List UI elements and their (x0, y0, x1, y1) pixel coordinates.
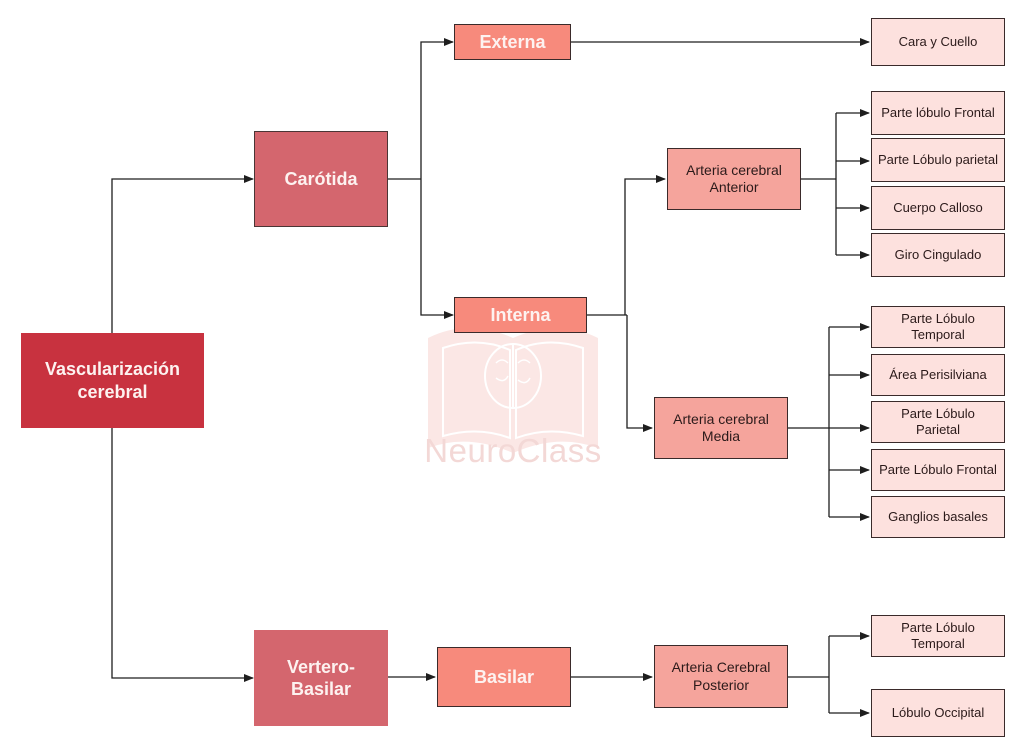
link-root-carotida (111, 175, 254, 333)
leaf-aca-target: Parte Lóbulo parietal (871, 138, 1005, 182)
link-carotida-externa (420, 38, 454, 179)
leaf-acm-target: Parte Lóbulo Frontal (871, 449, 1005, 491)
leaf-cara-y-cuello: Cara y Cuello (871, 18, 1005, 66)
node-externa: Externa (454, 24, 571, 60)
link-carotida-interna (420, 179, 454, 319)
leaf-acm-target: Parte Lóbulo Parietal (871, 401, 1005, 443)
leaf-acm-target: Ganglios basales (871, 496, 1005, 538)
link-interna-aca (624, 175, 666, 315)
leaf-acp-target: Lóbulo Occipital (871, 689, 1005, 737)
node-basilar: Basilar (437, 647, 571, 707)
leaf-aca-target: Parte lóbulo Frontal (871, 91, 1005, 135)
node-arteria-cerebral-anterior: Arteria cerebral Anterior (667, 148, 801, 210)
leaf-acp-target: Parte Lóbulo Temporal (871, 615, 1005, 657)
node-interna: Interna (454, 297, 587, 333)
link-root-vertero (111, 428, 254, 682)
node-vascularizacion-cerebral: Vascularización cerebral (21, 333, 204, 428)
leaf-aca-target: Giro Cingulado (871, 233, 1005, 277)
leaf-aca-target: Cuerpo Calloso (871, 186, 1005, 230)
node-arteria-cerebral-posterior: Arteria Cerebral Posterior (654, 645, 788, 708)
node-vertero-basilar: Vertero-Basilar (254, 630, 388, 726)
node-carotida: Carótida (254, 131, 388, 227)
node-arteria-cerebral-media: Arteria cerebral Media (654, 397, 788, 459)
link-interna-acm (626, 315, 653, 432)
leaf-acm-target: Parte Lóbulo Temporal (871, 306, 1005, 348)
watermark-text: NeuroClass (424, 432, 602, 469)
leaf-acm-target: Área Perisilviana (871, 354, 1005, 396)
